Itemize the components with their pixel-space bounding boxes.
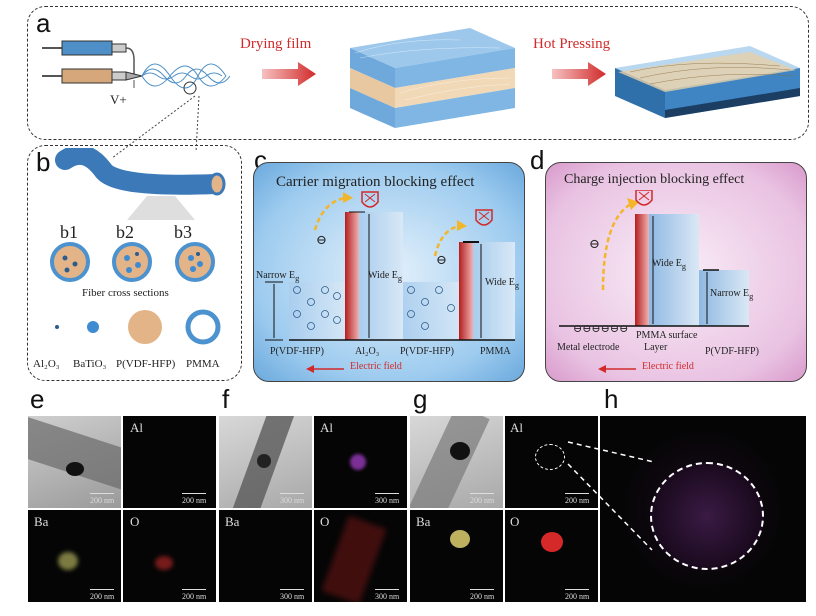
material-label-pmma: PMMA [480,346,511,357]
legend-batio3: BaTiO₃ [73,358,107,370]
eds-ba-label: Ba [225,514,240,529]
electric-field-arrow [306,365,344,373]
eds-o-map-f [314,510,407,602]
step-drying-film: Drying film [240,36,312,52]
scale-bar-f-ba: 300 nm [280,589,305,601]
eds-al-map-f [314,416,407,508]
wide-eg-label-d: Wide Eg [652,258,687,271]
scale-bar-f-tem: 300 nm [280,493,305,505]
eds-ba-map-f [219,510,312,602]
scale-bar-e-al: 200 nm [182,493,207,505]
panel-f-letter: f [222,384,230,414]
eds-o-label: O [130,514,140,529]
step-hot-pressing: Hot Pressing [533,36,611,52]
panel-d-letter: d [530,145,545,175]
scale-bar-g-al: 200 nm [565,493,590,505]
tem-image-e [28,416,121,508]
arrow-right-icon [552,62,606,86]
electric-field-arrow [598,365,636,373]
layer-label: Layer [644,342,668,353]
charge-icon: ⊖ [316,232,327,247]
metal-electrode-charges: ⊖⊖⊖⊖⊖⊖ [573,323,629,335]
zoom-connector-lines [567,441,655,551]
fiber-cross-sections [50,242,215,282]
panel-g-letter: g [413,384,428,414]
carrier-migration-title: Carrier migration blocking effect [276,174,475,190]
electric-field-label: Electric field [642,361,694,372]
scale-bar-f-o: 300 nm [375,589,400,601]
eds-o-map-e [123,510,216,602]
sub-b1-label: b1 [60,222,78,242]
fiber-film-illustration [350,28,515,128]
panel-b-letter: b [36,147,51,177]
material-label-pvdf-1: P(VDF-HFP) [270,346,324,357]
pressed-film-illustration [615,46,800,118]
wide-eg-label-2: Wide Eg [485,277,520,290]
injection-band-diagram [559,190,749,327]
cross-section-caption: Fiber cross sections [82,287,169,299]
material-label-pvdf-2: P(VDF-HFP) [400,346,454,357]
scale-bar-f-al: 300 nm [375,493,400,505]
eds-al-label: Al [510,420,523,435]
pvdf-hfp-label-d: P(VDF-HFP) [705,346,759,357]
tem-image-g [410,416,503,508]
voltage-label: V+ [110,92,127,107]
electrospinning-setup-illustration [42,40,230,95]
eds-al-map-e [123,416,216,508]
scale-bar-g-tem: 200 nm [470,493,495,505]
wide-eg-label-1: Wide Eg [368,270,403,283]
electric-field-label: Electric field [350,361,402,372]
eds-al-label: Al [130,420,143,435]
material-label-al2o3: Al₂O₃ [355,346,380,357]
scale-bar-e-ba: 200 nm [90,589,115,601]
carrier-band-diagram [265,191,515,341]
eds-o-label: O [320,514,330,529]
eds-al-map-g [505,416,598,508]
zoom-dashed-lines [111,95,200,159]
legend-pmma: PMMA [186,358,220,370]
narrow-eg-label: Narrow Eg [256,270,300,283]
eds-ba-label: Ba [416,514,431,529]
eds-o-label: O [510,514,520,529]
panel-b-frame [27,145,242,381]
eds-ba-map-g [410,510,503,602]
fiber-illustration [55,148,226,220]
eds-ba-label: Ba [34,514,49,529]
panel-h-letter: h [604,384,619,414]
sub-b3-label: b3 [174,222,192,242]
scale-bar-g-o: 200 nm [565,589,590,601]
charge-injection-title: Charge injection blocking effect [564,172,745,187]
sub-b2-label: b2 [116,222,134,242]
panel-e-letter: e [30,384,45,414]
charge-icon: ⊖ [589,236,600,251]
scale-bar-e-tem: 200 nm [90,493,115,505]
eds-al-zoom-h [600,416,806,602]
eds-al-label: Al [320,420,333,435]
eds-ba-map-e [28,510,121,602]
scale-bar-g-ba: 200 nm [470,589,495,601]
panel-a-frame [27,6,809,140]
legend-al2o3: Al₂O₃ [33,358,60,370]
legend-pvdf-hfp: P(VDF-HFP) [116,358,176,370]
material-legend-icons [55,309,221,345]
tem-image-f [219,416,312,508]
charge-icon: ⊖ [436,252,447,267]
metal-electrode-label: Metal electrode [557,342,620,353]
eds-o-map-g [505,510,598,602]
panel-a-letter: a [36,8,51,38]
pmma-surface-label: PMMA surface [636,330,698,341]
scale-bar-e-o: 200 nm [182,589,207,601]
narrow-eg-label-d: Narrow Eg [710,288,754,301]
arrow-right-icon [262,62,316,86]
